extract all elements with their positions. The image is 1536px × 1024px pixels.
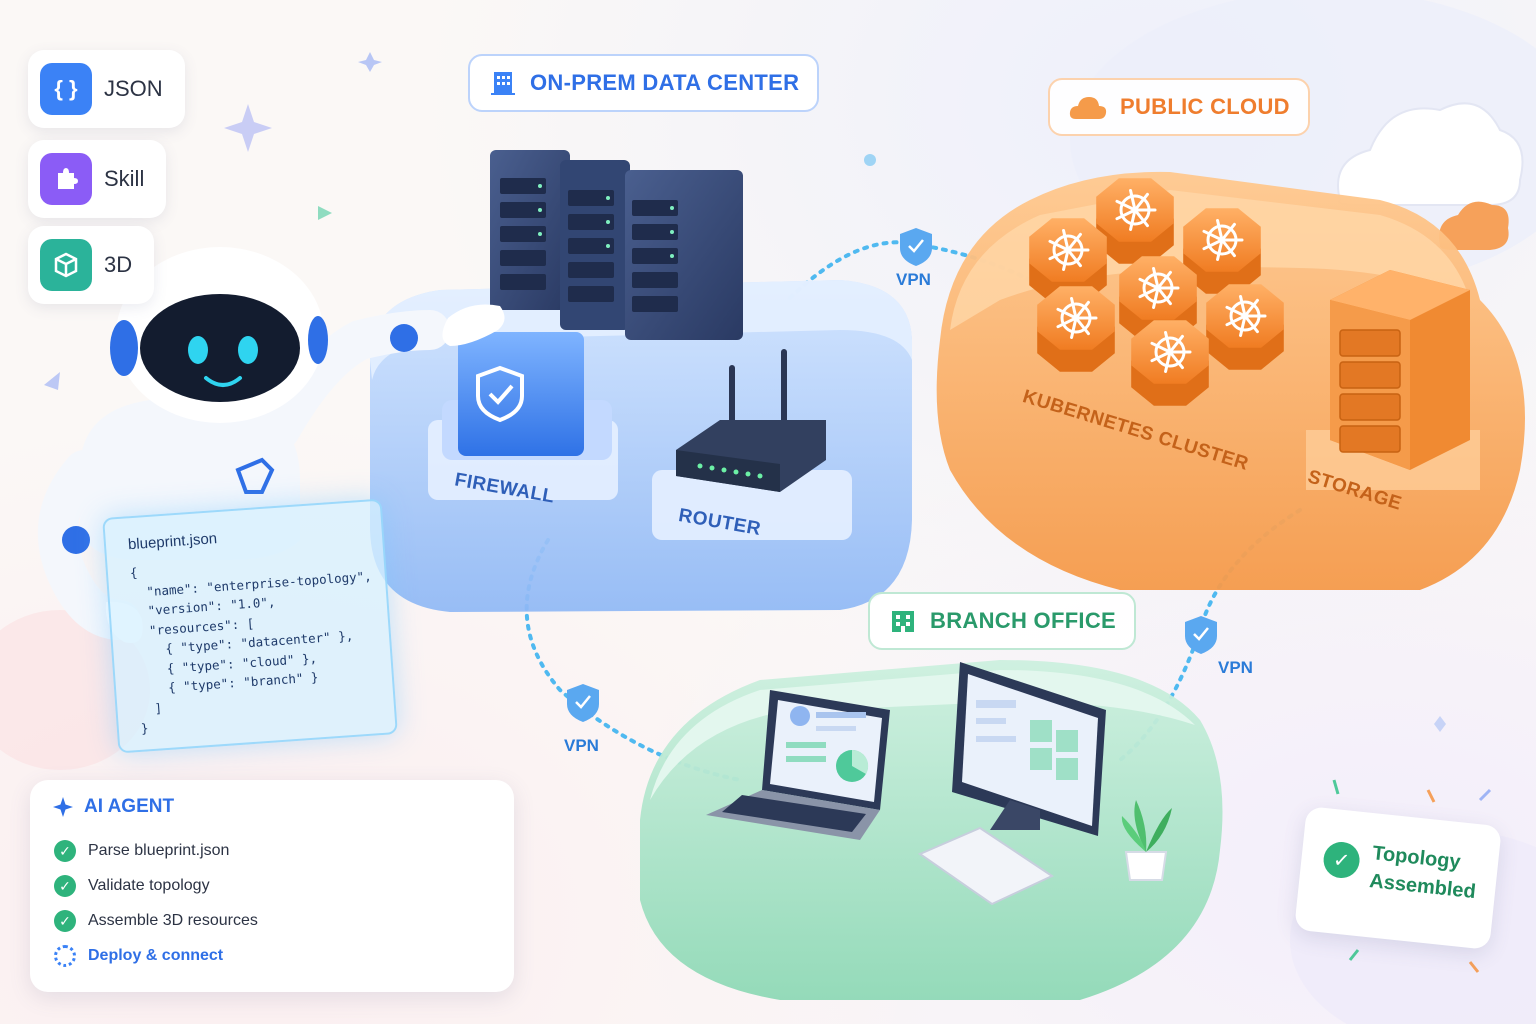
cloud-region-label: PUBLIC CLOUD: [1048, 78, 1310, 136]
agent-step-label: Parse blueprint.json: [88, 842, 230, 859]
loading-spinner-icon: [54, 945, 76, 967]
branch-region-label: BRANCH OFFICE: [868, 592, 1137, 650]
blueprint-filename: blueprint.json: [127, 530, 218, 554]
braces-icon: { }: [40, 63, 92, 115]
ai-agent-header: AI AGENT: [52, 796, 174, 818]
vpn-label-onprem-cloud: VPN: [896, 270, 931, 289]
kubernetes-helm-icon: [1115, 189, 1157, 231]
3d-chip-label: 3D: [104, 252, 133, 277]
ai-agent-panel: AI AGENT ✓ Parse blueprint.json ✓ Valida…: [30, 780, 514, 992]
sparkle-icon: [53, 797, 73, 817]
agent-step-validate: ✓ Validate topology: [54, 875, 210, 897]
skill-chip[interactable]: Skill: [28, 140, 167, 218]
agent-step-label: Deploy & connect: [88, 947, 224, 964]
vpn-shield-icon: [567, 684, 599, 722]
cloud-icon: [1069, 97, 1107, 119]
json-chip[interactable]: { } JSON: [28, 50, 185, 128]
check-icon: ✓: [54, 910, 76, 932]
cloud-region-title: PUBLIC CLOUD: [1120, 94, 1290, 119]
ai-agent-title: AI AGENT: [84, 796, 175, 817]
check-icon: ✓: [54, 840, 76, 862]
building-icon: [491, 72, 515, 95]
vpn-label-cloud-branch: VPN: [1218, 658, 1253, 677]
agent-step-label: Validate topology: [88, 877, 210, 894]
vpn-shield-icon: [1185, 616, 1217, 654]
kubernetes-helm-icon: [1138, 267, 1180, 309]
agent-step-assemble: ✓ Assemble 3D resources: [54, 910, 258, 932]
blueprint-code-card: blueprint.json { "name": "enterprise-top…: [102, 498, 398, 754]
office-building-icon: [892, 611, 914, 632]
kubernetes-helm-icon: [1202, 219, 1244, 261]
topology-assembled-badge: ✓ Topology Assembled: [1294, 806, 1502, 950]
skill-chip-label: Skill: [104, 166, 145, 191]
agent-step-parse: ✓ Parse blueprint.json: [54, 840, 229, 862]
check-circle-icon: ✓: [1321, 840, 1362, 880]
onprem-region-title: ON-PREM DATA CENTER: [530, 70, 800, 95]
onprem-region-label: ON-PREM DATA CENTER: [468, 54, 820, 112]
3d-chip[interactable]: 3D: [28, 226, 155, 304]
check-icon: ✓: [54, 875, 76, 897]
agent-step-deploy: Deploy & connect: [54, 945, 223, 967]
kubernetes-helm-icon: [1225, 295, 1267, 337]
json-chip-label: JSON: [104, 76, 163, 101]
branch-region-title: BRANCH OFFICE: [930, 608, 1117, 633]
kubernetes-helm-icon: [1048, 229, 1090, 271]
puzzle-icon: [40, 153, 92, 205]
vpn-shield-icon: [900, 228, 932, 266]
kubernetes-helm-icon: [1150, 331, 1192, 373]
cube-icon: [40, 239, 92, 291]
kubernetes-helm-icon: [1056, 297, 1098, 339]
agent-step-label: Assemble 3D resources: [88, 912, 258, 929]
vpn-label-onprem-branch: VPN: [564, 736, 599, 755]
